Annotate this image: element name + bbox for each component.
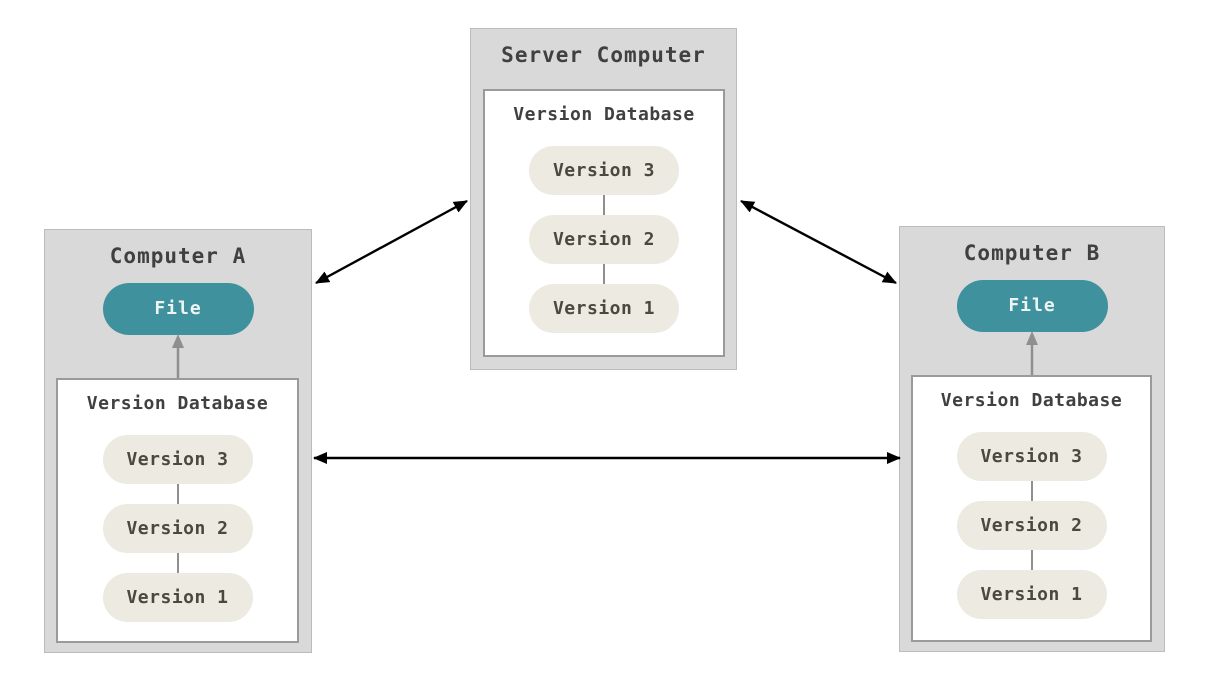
file-checkout-arrow-icon	[172, 334, 184, 380]
version-node: Version 1	[956, 570, 1107, 619]
version-link	[1030, 550, 1033, 570]
sync-arrow-server-computer-b	[740, 199, 897, 285]
version-link	[603, 195, 605, 215]
version-node: Version 2	[529, 215, 679, 264]
version-link	[176, 484, 179, 504]
machine-box-server: Server Computer Version Database Version…	[470, 28, 737, 370]
version-database-box-server: Version Database Version 3 Version 2 Ver…	[483, 89, 725, 357]
file-checkout-arrow-icon	[1026, 331, 1038, 377]
version-node: Version 3	[956, 432, 1107, 481]
version-node: Version 3	[529, 146, 679, 195]
file-node: File	[102, 283, 254, 335]
machine-box-computer-a: Computer A File Version Database Version…	[44, 229, 312, 653]
machine-title-server: Server Computer	[501, 43, 706, 67]
version-database-label: Version Database	[513, 104, 695, 125]
version-database-box-computer-b: Version Database Version 3 Version 2 Ver…	[911, 375, 1152, 642]
version-link	[603, 264, 605, 284]
version-node: Version 2	[956, 501, 1107, 550]
version-database-label: Version Database	[940, 390, 1123, 411]
version-link	[1030, 481, 1033, 501]
version-node: Version 3	[102, 435, 253, 484]
version-database-box-computer-a: Version Database Version 3 Version 2 Ver…	[56, 378, 299, 643]
machine-title-computer-b: Computer B	[963, 241, 1101, 265]
version-node: Version 1	[102, 573, 253, 622]
version-node: Version 2	[102, 504, 253, 553]
version-link	[176, 553, 179, 573]
sync-arrow-computer-a-server	[315, 199, 468, 285]
machine-title-computer-a: Computer A	[109, 244, 247, 268]
version-node: Version 1	[529, 284, 679, 333]
machine-box-computer-b: Computer B File Version Database Version…	[899, 226, 1165, 652]
file-node: File	[956, 280, 1108, 332]
version-database-label: Version Database	[86, 393, 269, 414]
